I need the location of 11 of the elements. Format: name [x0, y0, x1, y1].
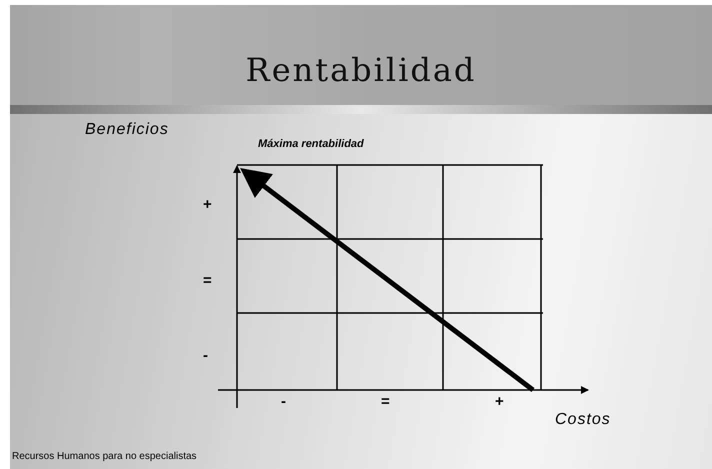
axis-tick-label: = — [381, 393, 390, 410]
axis-tick-label: - — [281, 393, 286, 410]
axis-tick-label: + — [495, 393, 504, 410]
axis-tick-label: - — [203, 347, 208, 364]
slide-title: Rentabilidad — [244, 51, 478, 89]
footer-text: Recursos Humanos para no especialistas — [12, 451, 197, 462]
annotation: Máxima rentabilidad — [258, 138, 364, 150]
axis-tick-label: + — [203, 196, 212, 213]
axis-tick-label: = — [203, 272, 212, 289]
axis-title: Beneficios — [85, 121, 169, 139]
axis-title: Costos — [555, 411, 611, 429]
